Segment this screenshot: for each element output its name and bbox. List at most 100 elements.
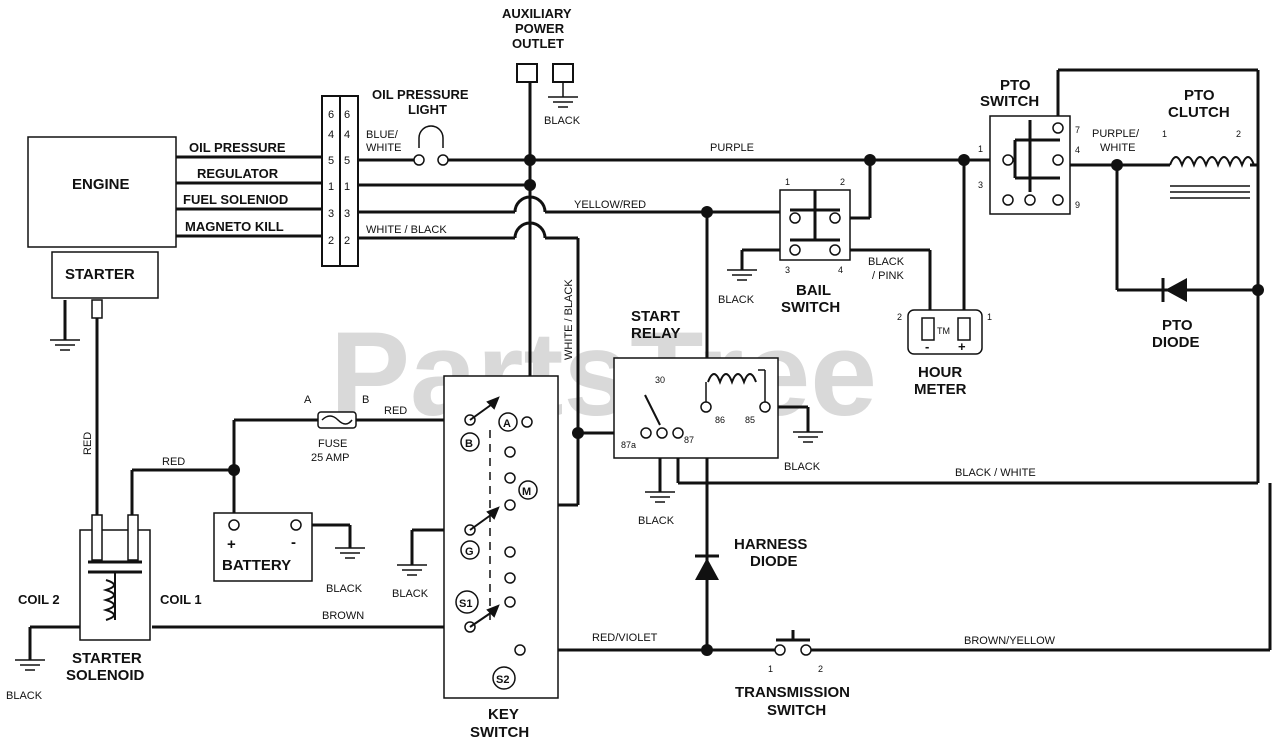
connector-right-1: 1 bbox=[344, 181, 350, 193]
solenoid-coil-icon bbox=[102, 579, 115, 621]
hour-meter-box bbox=[907, 309, 983, 355]
starter-ground-icon bbox=[50, 339, 80, 351]
wire-purple-white-2: WHITE bbox=[1100, 142, 1135, 154]
bail-ground-label: BLACK bbox=[718, 294, 755, 306]
coil-2-label: COIL 2 bbox=[18, 592, 60, 607]
pto-switch-label-2: SWITCH bbox=[980, 93, 1039, 110]
trans-terminal-2: 2 bbox=[818, 664, 823, 674]
engine-box bbox=[27, 136, 177, 248]
fuse-label-1: FUSE bbox=[318, 438, 347, 450]
key-terminal-g: G bbox=[465, 546, 474, 558]
pto-terminal-1: 1 bbox=[978, 144, 983, 154]
wire-blue-white-2: WHITE bbox=[366, 142, 401, 154]
battery-ground-label: BLACK bbox=[326, 583, 363, 595]
relay-85-ground-label: BLACK bbox=[784, 461, 821, 473]
key-terminal-s2: S2 bbox=[496, 674, 509, 686]
wire-brown: BROWN bbox=[322, 610, 364, 622]
fuse-terminal-a: A bbox=[304, 394, 312, 406]
pin-fuel-solenoid: FUEL SOLENIOD bbox=[183, 192, 288, 207]
relay-87a-ground-label: BLACK bbox=[638, 515, 675, 527]
solenoid-label-1: STARTER bbox=[72, 650, 142, 667]
key-terminal-b: B bbox=[465, 438, 473, 450]
wire-blue-white-1: BLUE/ bbox=[366, 129, 399, 141]
aux-terminal-2 bbox=[552, 63, 574, 83]
trans-switch-label-1: TRANSMISSION bbox=[735, 684, 850, 701]
connector-left-6: 6 bbox=[328, 109, 334, 121]
pto-switch-label-1: PTO bbox=[1000, 77, 1031, 94]
key-switch-label-1: KEY bbox=[488, 706, 519, 723]
hour-meter-label-1: HOUR bbox=[918, 364, 962, 381]
engine-label: ENGINE bbox=[72, 176, 130, 193]
bail-terminal-3: 3 bbox=[785, 265, 790, 275]
starter-box bbox=[51, 251, 159, 299]
wire-black-white: BLACK / WHITE bbox=[955, 467, 1036, 479]
wire-red-fuse: RED bbox=[384, 405, 407, 417]
connector-left-3: 3 bbox=[328, 208, 334, 220]
fuse-terminal-b: B bbox=[362, 394, 369, 406]
connector-right-5: 5 bbox=[344, 155, 350, 167]
aux-label-2: POWER bbox=[515, 21, 565, 36]
coil-ground-label: BLACK bbox=[6, 690, 43, 702]
key-terminal-s1: S1 bbox=[459, 598, 472, 610]
pin-magneto-kill: MAGNETO KILL bbox=[185, 219, 284, 234]
wire-black-pink-1: BLACK bbox=[868, 256, 905, 268]
harness-diode-label-2: DIODE bbox=[750, 553, 798, 570]
pto-clutch-label-2: CLUTCH bbox=[1168, 104, 1230, 121]
bail-ground-icon bbox=[727, 269, 757, 281]
connector-left-5: 5 bbox=[328, 155, 334, 167]
relay-87a-ground-icon bbox=[645, 491, 675, 503]
pto-terminal-4: 4 bbox=[1075, 145, 1080, 155]
key-ground-label: BLACK bbox=[392, 588, 429, 600]
relay-terminal-87a: 87a bbox=[621, 440, 636, 450]
key-terminal-a: A bbox=[503, 418, 511, 430]
hour-meter-logo: TM bbox=[937, 326, 950, 336]
wire-brown-yellow: BROWN/YELLOW bbox=[964, 635, 1056, 647]
relay-terminal-30: 30 bbox=[655, 375, 665, 385]
key-switch-label-2: SWITCH bbox=[470, 724, 529, 741]
pto-clutch-coil-icon bbox=[1169, 156, 1255, 168]
aux-terminal-1 bbox=[516, 63, 538, 83]
connector-right-2: 2 bbox=[344, 235, 350, 247]
oil-light-label-1: OIL PRESSURE bbox=[372, 87, 469, 102]
harness-diode-icon bbox=[695, 554, 719, 580]
aux-label-3: OUTLET bbox=[512, 36, 564, 51]
pto-terminal-3: 3 bbox=[978, 180, 983, 190]
wire-white-black: WHITE / BLACK bbox=[366, 224, 447, 236]
relay-terminal-85: 85 bbox=[745, 415, 755, 425]
battery-ground-icon bbox=[335, 547, 365, 559]
wire-black-pink-2: / PINK bbox=[872, 270, 904, 282]
hour-terminal-1: 1 bbox=[987, 312, 992, 322]
pto-clutch-label-1: PTO bbox=[1184, 87, 1215, 104]
bail-terminal-1: 1 bbox=[785, 177, 790, 187]
hour-terminal-2: 2 bbox=[897, 312, 902, 322]
wire-red-solenoid: RED bbox=[162, 456, 185, 468]
aux-label-1: AUXILIARY bbox=[502, 6, 572, 21]
solenoid-label-2: SOLENOID bbox=[66, 667, 145, 684]
pto-terminal-7: 7 bbox=[1075, 125, 1080, 135]
harness-diode-label-1: HARNESS bbox=[734, 536, 807, 553]
wire-white-black-vertical: WHITE / BLACK bbox=[563, 279, 575, 360]
coil-ground-icon bbox=[15, 659, 45, 671]
aux-ground-icon bbox=[548, 82, 578, 108]
key-ground-icon bbox=[397, 564, 427, 576]
bail-label-1: BAIL bbox=[796, 282, 831, 299]
relay-terminal-87: 87 bbox=[684, 435, 694, 445]
hour-terminal-minus: - bbox=[925, 339, 929, 354]
pto-terminal-9: 9 bbox=[1075, 200, 1080, 210]
relay-label-1: START bbox=[631, 308, 680, 325]
relay-terminal-86: 86 bbox=[715, 415, 725, 425]
connector-left-2: 2 bbox=[328, 235, 334, 247]
oil-light-bulb-icon bbox=[418, 125, 444, 148]
wire-purple: PURPLE bbox=[710, 142, 754, 154]
pto-diode-label-2: DIODE bbox=[1152, 334, 1200, 351]
coil-1-label: COIL 1 bbox=[160, 592, 202, 607]
bail-terminal-4: 4 bbox=[838, 265, 843, 275]
starter-label: STARTER bbox=[65, 266, 135, 283]
relay-label-2: RELAY bbox=[631, 325, 680, 342]
bail-terminal-2: 2 bbox=[840, 177, 845, 187]
connector-right-4: 4 bbox=[344, 129, 350, 141]
bail-label-2: SWITCH bbox=[781, 299, 840, 316]
battery-plus: + bbox=[227, 536, 236, 553]
hour-meter-label-2: METER bbox=[914, 381, 967, 398]
